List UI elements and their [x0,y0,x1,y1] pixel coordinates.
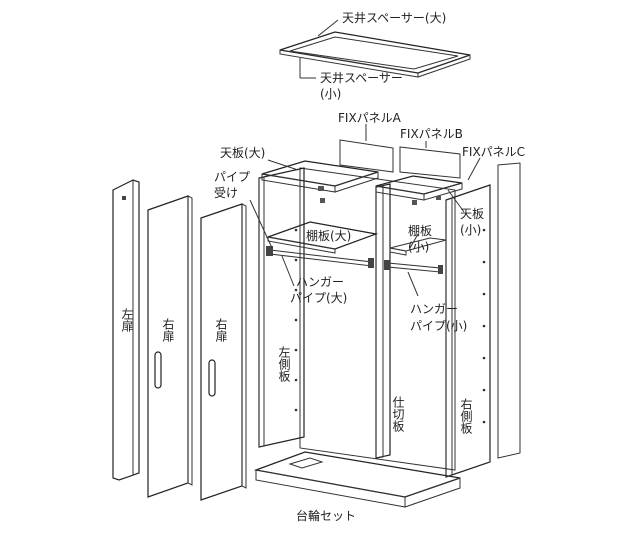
label-pipe-holder-1: パイプ [214,170,250,184]
fix-panel-a [339,139,394,173]
ceiling-spacer-large [279,31,471,78]
label-shelf-small-2: (小) [408,240,429,254]
label-fix-panel-a: FIXパネルA [338,111,402,125]
label-hanger-pipe-small-1: ハンガー [410,302,458,316]
fix-panel-c [497,162,521,459]
right-side-board [445,184,491,478]
label-top-board-large: 天板(大) [220,146,265,160]
shelf-small [389,237,447,256]
label-ceiling-spacer-large: 天井スペーサー(大) [342,11,446,25]
label-top-board-small-2: (小) [460,223,481,237]
label-top-board-small-1: 天板 [460,207,484,221]
left-side-board [258,167,305,448]
label-shelf-large: 棚板(大) [306,228,351,243]
label-right-door-1: 右扉 [161,317,175,342]
label-right-door-2: 右扉 [214,317,228,342]
label-left-side-board: 左側板 [277,345,291,383]
door-handle-1 [154,351,162,389]
label-caster-set: 台輪セット [296,508,356,523]
hanger-pipe-small [384,260,443,274]
label-hanger-pipe-large-1: ハンガー [296,275,344,289]
caster-base-set [253,451,461,508]
top-board-small [375,175,463,205]
left-door [112,179,140,481]
label-fix-panel-c: FIXパネルC [462,145,525,159]
partition-board [375,183,391,459]
hanger-pipe-large [266,246,374,268]
label-hanger-pipe-small-2: パイプ(小) [410,319,467,333]
right-door-2 [200,203,247,501]
fix-panel-b [399,146,461,179]
label-right-side-board: 右側板 [459,397,473,435]
label-fix-panel-b: FIXパネルB [400,127,463,141]
label-left-door: 左扉 [120,307,134,332]
right-door-1 [147,195,193,498]
label-shelf-small-1: 棚板 [408,223,432,238]
label-pipe-holder-2: 受け [214,186,238,200]
label-partition-board: 仕切板 [391,396,405,433]
label-ceiling-spacer-small-1: 天井スペーサー [320,71,403,85]
top-board-large [261,160,379,203]
door-handle-2 [208,359,216,397]
label-ceiling-spacer-small-2: (小) [320,87,341,101]
label-hanger-pipe-large-2: パイプ(大) [290,291,347,305]
